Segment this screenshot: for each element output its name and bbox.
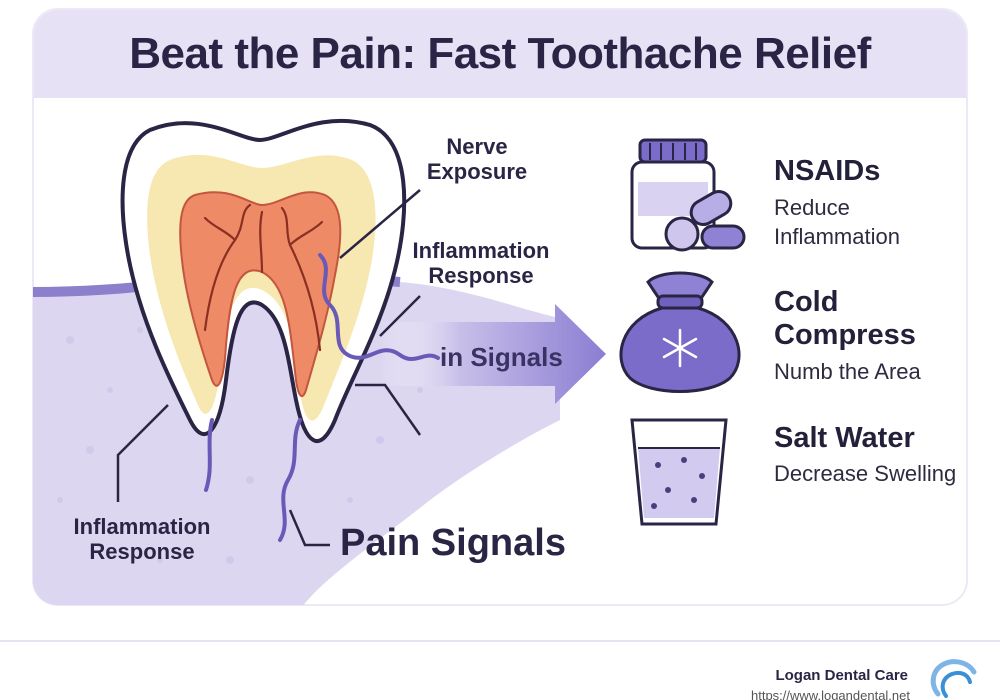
- brand-logo-icon: [930, 659, 977, 698]
- remedy-subtitle-nsaids: Reduce Inflammation: [774, 195, 900, 249]
- remedy-title-salt-water: Salt Water: [774, 422, 915, 454]
- footer-divider: [0, 640, 1000, 642]
- brand-url[interactable]: https://www.logandental.net: [751, 688, 910, 700]
- nerve-exposure-label: Nerve Exposure: [426, 134, 528, 185]
- remedy-title-nsaids: NSAIDs: [774, 155, 881, 187]
- title-bar: Beat the Pain: Fast Toothache Relief: [34, 10, 966, 98]
- remedy-subtitle-salt-water: Decrease Swelling: [774, 461, 957, 486]
- brand-name: Logan Dental Care: [775, 667, 908, 684]
- inflammation-response-label-top: Inflammation Response: [412, 238, 550, 289]
- arrow-label: in Signals: [440, 342, 563, 372]
- inflammation-response-label-bottom: Inflammation Response: [73, 514, 211, 565]
- remedy-subtitle-cold-compress: Numb the Area: [774, 359, 921, 384]
- remedy-title-cold-compress: Cold Compress: [774, 286, 916, 352]
- page-title: Beat the Pain: Fast Toothache Relief: [129, 29, 871, 78]
- pain-signals-label: Pain Signals: [340, 522, 566, 564]
